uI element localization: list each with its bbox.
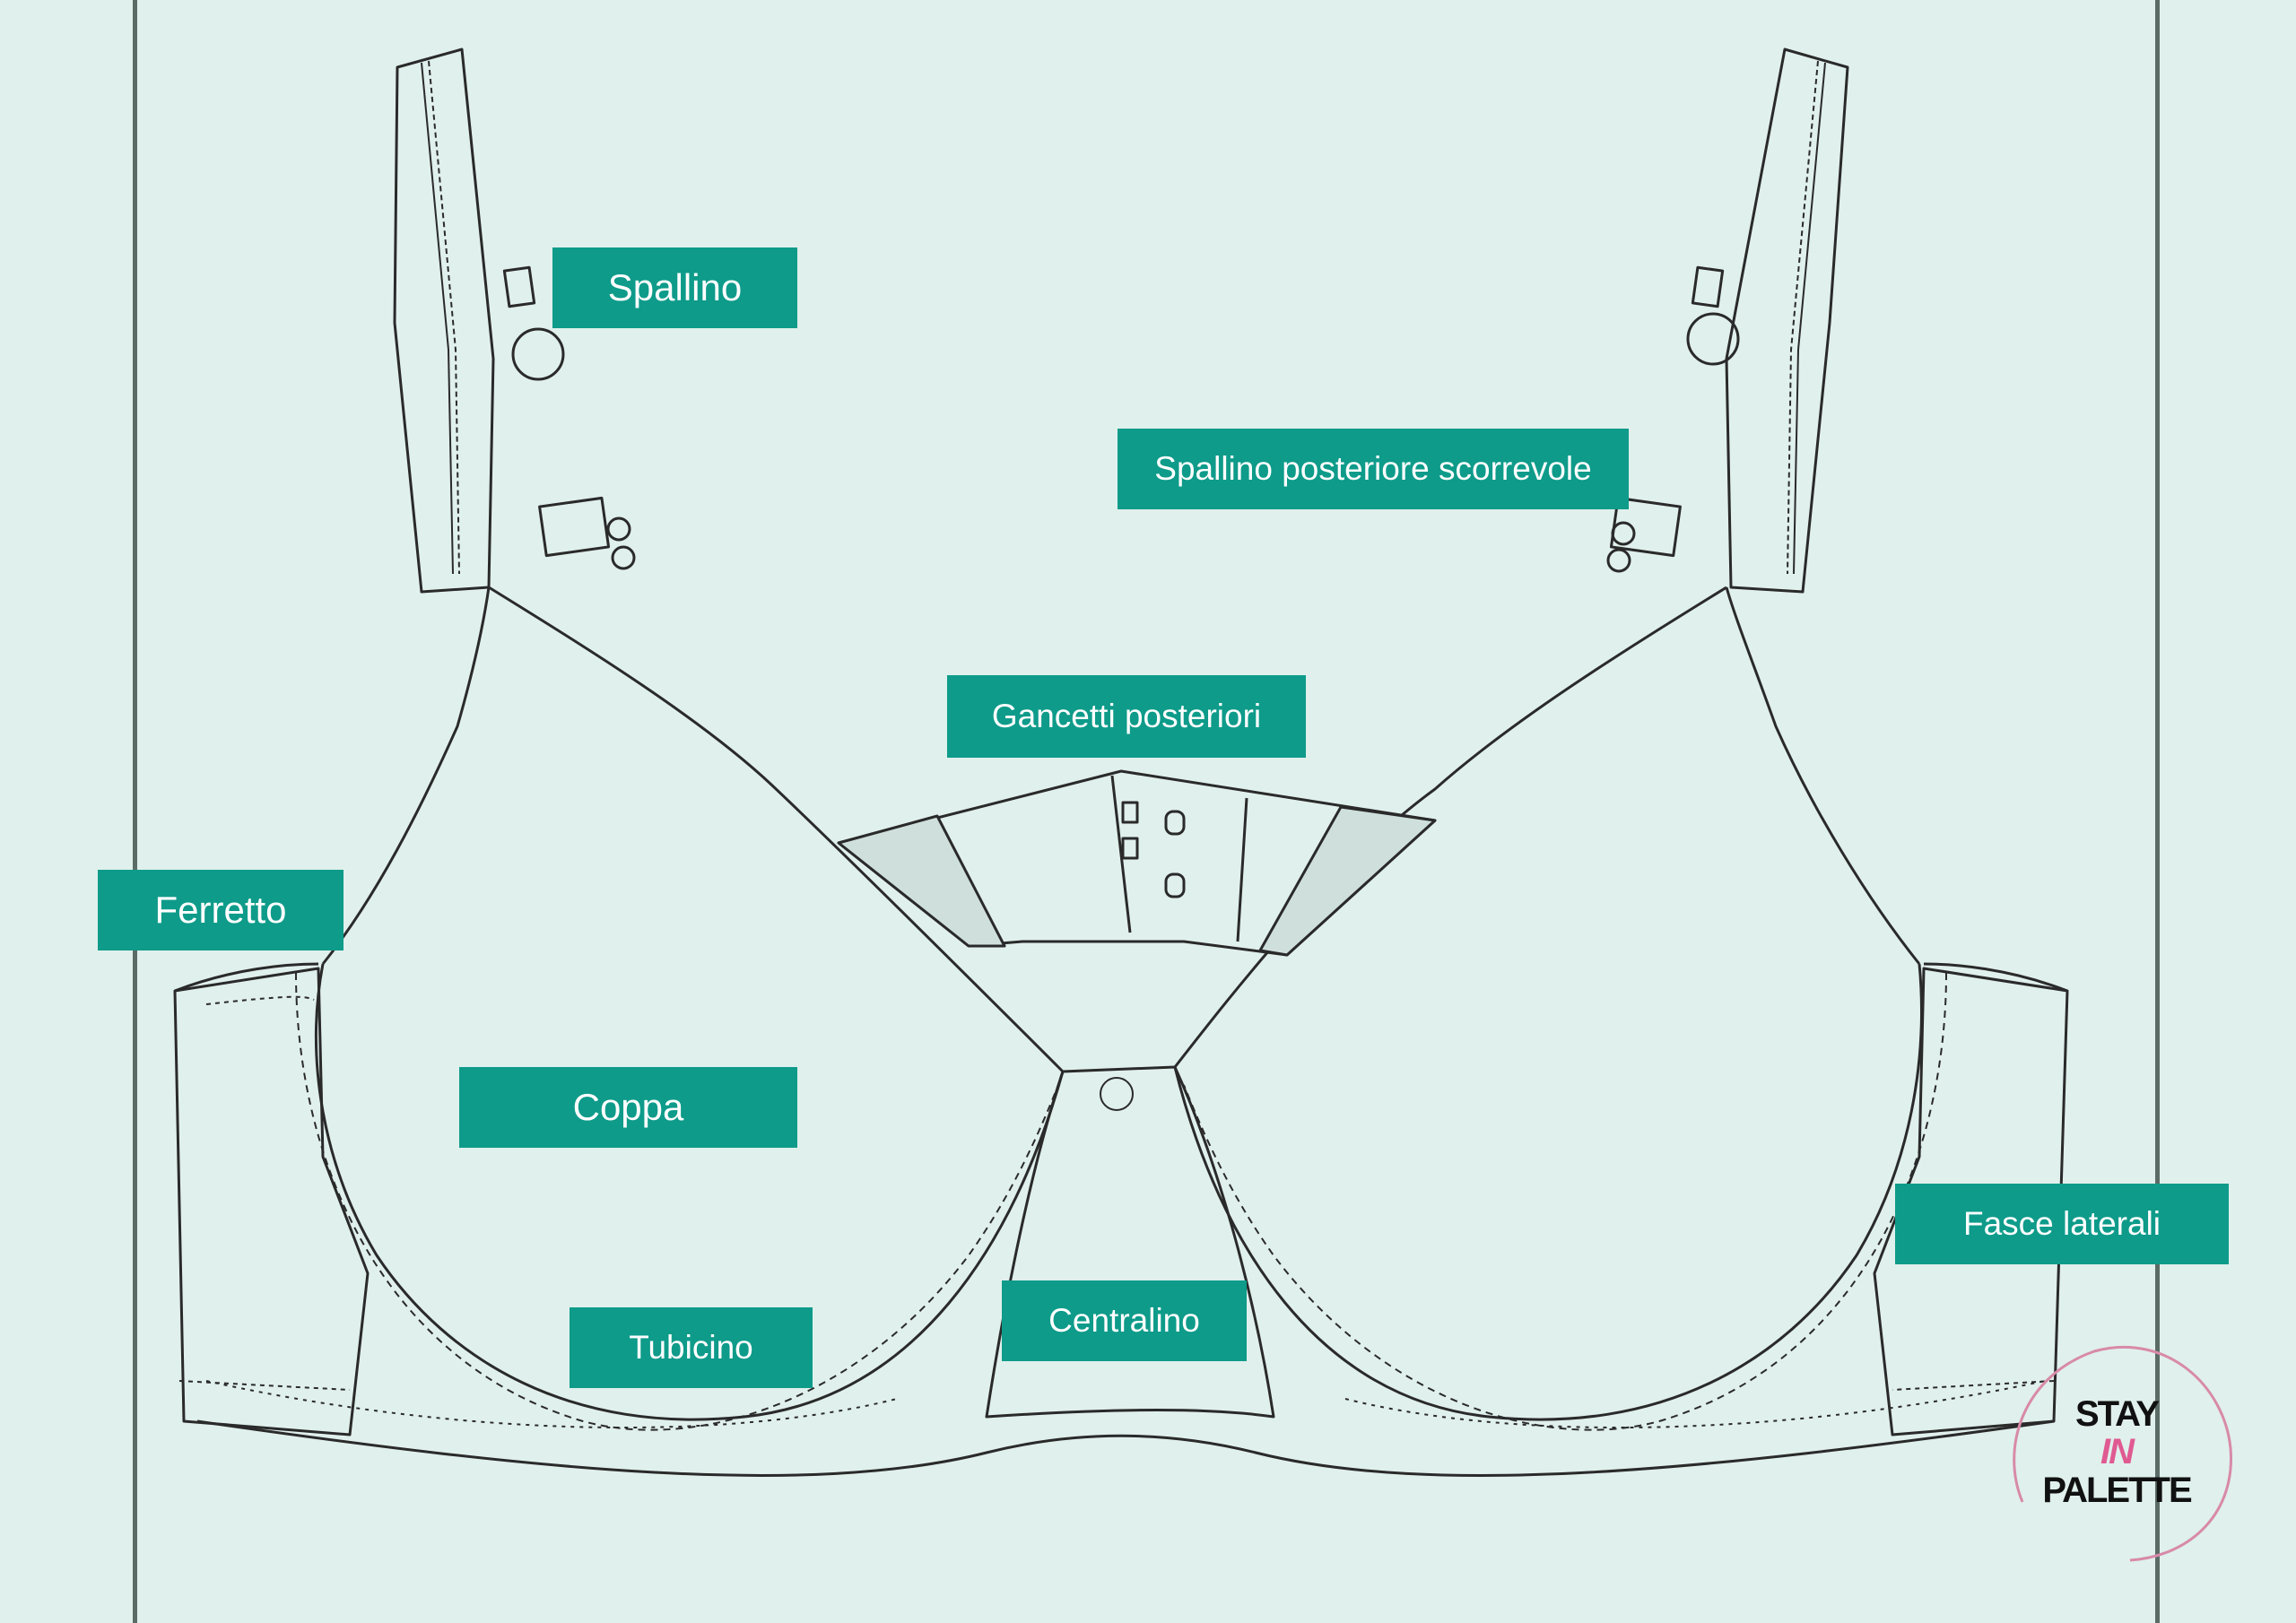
- right-strap: [1725, 48, 1849, 594]
- label-fasce-laterali: Fasce laterali: [1895, 1184, 2229, 1264]
- left-strap-slider: [502, 265, 536, 308]
- label-gancetti-posteriori: Gancetti posteriori: [947, 675, 1306, 758]
- left-side-band: [173, 967, 370, 1436]
- left-strap: [393, 48, 495, 594]
- bottom-band: [196, 1419, 2055, 1477]
- label-spallino: Spallino: [552, 247, 797, 328]
- hook-closure: [1110, 775, 1248, 942]
- right-back-slider: [1609, 496, 1682, 558]
- label-coppa: Coppa: [459, 1067, 797, 1148]
- center-bow: [1100, 1077, 1134, 1111]
- label-spallino-posteriore: Spallino posteriore scorrevole: [1118, 429, 1629, 509]
- center-gore: [985, 1065, 1275, 1419]
- stay-in-palette-logo: STAY IN PALETTE: [1996, 1341, 2238, 1565]
- frame-line-right: [2155, 0, 2160, 1623]
- frame-line-left: [133, 0, 137, 1623]
- left-underwire: [295, 972, 1059, 1431]
- logo-line-stay: STAY: [2074, 1394, 2160, 1434]
- right-strap-ring: [1686, 312, 1740, 366]
- logo-line-in: IN: [2100, 1432, 2135, 1471]
- left-cup: [315, 586, 1065, 1421]
- left-back-slider: [538, 496, 611, 558]
- right-underwire: [1183, 972, 1947, 1431]
- right-cup: [1173, 586, 1923, 1421]
- logo-line-palette: PALETTE: [2042, 1471, 2192, 1510]
- left-strap-ring: [511, 327, 565, 381]
- logo-ring: [2013, 1345, 2232, 1562]
- label-centralino: Centralino: [1002, 1280, 1247, 1361]
- label-ferretto: Ferretto: [98, 870, 344, 950]
- label-tubicino: Tubicino: [570, 1307, 813, 1388]
